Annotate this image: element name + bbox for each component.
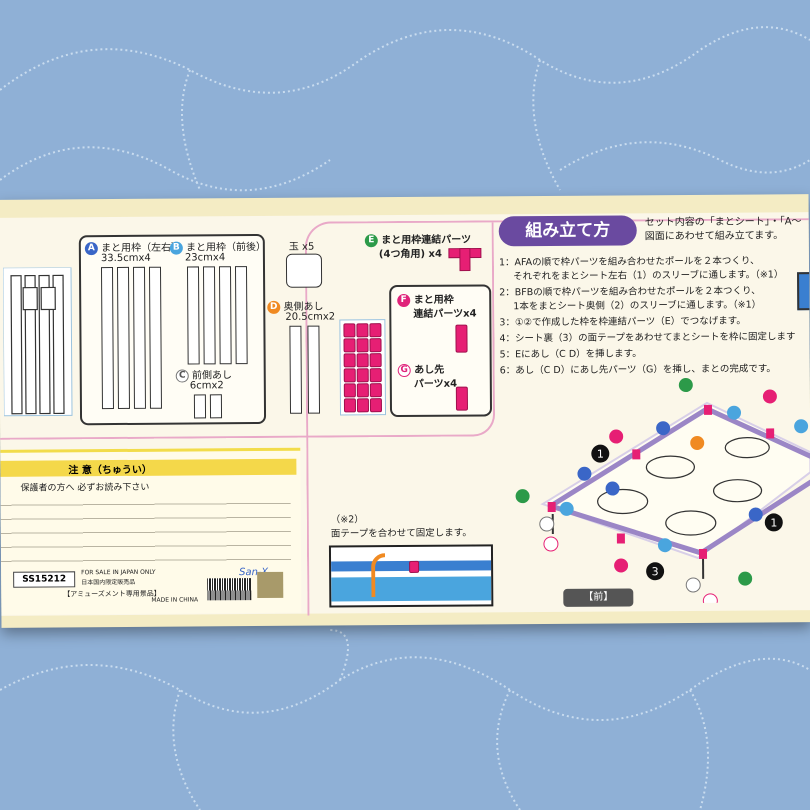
rod-c <box>209 394 223 419</box>
letter-b-badge: B <box>169 241 183 255</box>
connector-g-illustration <box>455 386 468 411</box>
rod-a <box>100 267 114 410</box>
connector-f-illustration <box>455 324 468 353</box>
letter-g-badge: G <box>397 363 411 377</box>
step-4: 4：シート裏（3）の面テープをあわせてまとシートを枠に固定します <box>499 331 796 345</box>
letter-d-badge: D <box>267 300 281 314</box>
sleeve-number-1: 1 <box>597 448 604 461</box>
part-a-size: 33.5cmx4 <box>100 252 151 265</box>
assembly-title: 組み立て方 <box>525 220 611 242</box>
rods-illustration-left <box>2 267 73 417</box>
step-1b: それぞれをまとシート左右（1）のスリーブに通します。（※1） <box>513 269 784 283</box>
caution-title: 注 意（ちゅうい） <box>68 464 152 477</box>
letter-a-badge: A <box>84 241 98 255</box>
amusement-label: 【アミューズメント専用景品】 <box>63 589 161 599</box>
product-code-box: SS15212 <box>13 571 76 588</box>
note-2-text: 面テープを合わせて固定します。 <box>330 527 472 540</box>
sleeve-number-1: 1 <box>770 516 777 529</box>
front-label: 【前】 <box>563 588 634 607</box>
ball-label: 玉 x5 <box>288 241 315 253</box>
connectors-pile <box>339 319 387 416</box>
caution-header: 注 意（ちゅうい） <box>0 458 297 477</box>
note-2-mark: （※2） <box>330 514 364 526</box>
note-2-detail-illustration <box>328 544 494 608</box>
gold-seal <box>257 571 284 599</box>
rod-b <box>186 266 200 365</box>
barcode <box>207 578 252 601</box>
letter-e-badge: E <box>364 233 378 247</box>
rod-b <box>202 266 216 365</box>
part-g-sub: パーツx4 <box>413 378 458 390</box>
box-back-panel: A まと用枠（左右） 33.5cmx4 B まと用枠（前後） 23cmx4 C … <box>0 212 810 616</box>
step-2b: 1本をまとシート奥側（2）のスリーブに通します。（※1） <box>513 299 762 313</box>
part-d-size: 20.5cmx2 <box>285 311 336 323</box>
caution-body-lines <box>0 494 292 567</box>
caution-subtitle: 保護者の方へ 必ずお読み下さい <box>20 482 150 494</box>
color-swatch <box>797 272 810 311</box>
assembled-target-diagram: 1 1 3 <box>515 378 810 605</box>
made-in-china: MADE IN CHINA <box>151 596 199 604</box>
connector-e-illustration <box>448 247 482 272</box>
rod-d <box>289 325 303 414</box>
assembly-intro-2: 図面にあわせて組み立てます。 <box>644 230 784 243</box>
rod-d <box>307 325 321 414</box>
part-e-sub: (4つ角用) x4 <box>378 248 442 261</box>
product-box: A まと用枠（左右） 33.5cmx4 B まと用枠（前後） 23cmx4 C … <box>0 194 810 628</box>
rod-b <box>218 266 232 365</box>
letter-f-badge: F <box>397 293 411 307</box>
part-c-size: 6cmx2 <box>189 380 224 392</box>
japan-only-jp: 日本国内限定販売品 <box>81 578 136 587</box>
rod-a <box>148 266 162 409</box>
part-b-size: 23cmx4 <box>184 252 226 264</box>
step-5: 5：Eにあし（C D）を挿します。 <box>499 348 642 361</box>
assembly-title-pill: 組み立て方 <box>498 215 637 247</box>
ball-illustration <box>285 253 323 288</box>
step-3: 3：①②で作成した枠を枠連結パーツ（E）でつなげます。 <box>499 315 746 329</box>
rod-c <box>193 394 207 419</box>
sleeve-number-3: 3 <box>652 565 659 578</box>
japan-only-en: FOR SALE IN JAPAN ONLY <box>81 568 156 577</box>
rod-a <box>132 266 146 409</box>
letter-c-badge: C <box>175 369 189 383</box>
rod-b <box>234 266 248 365</box>
part-f-sub: 連結パーツx4 <box>413 308 477 320</box>
rod-a <box>116 266 130 410</box>
